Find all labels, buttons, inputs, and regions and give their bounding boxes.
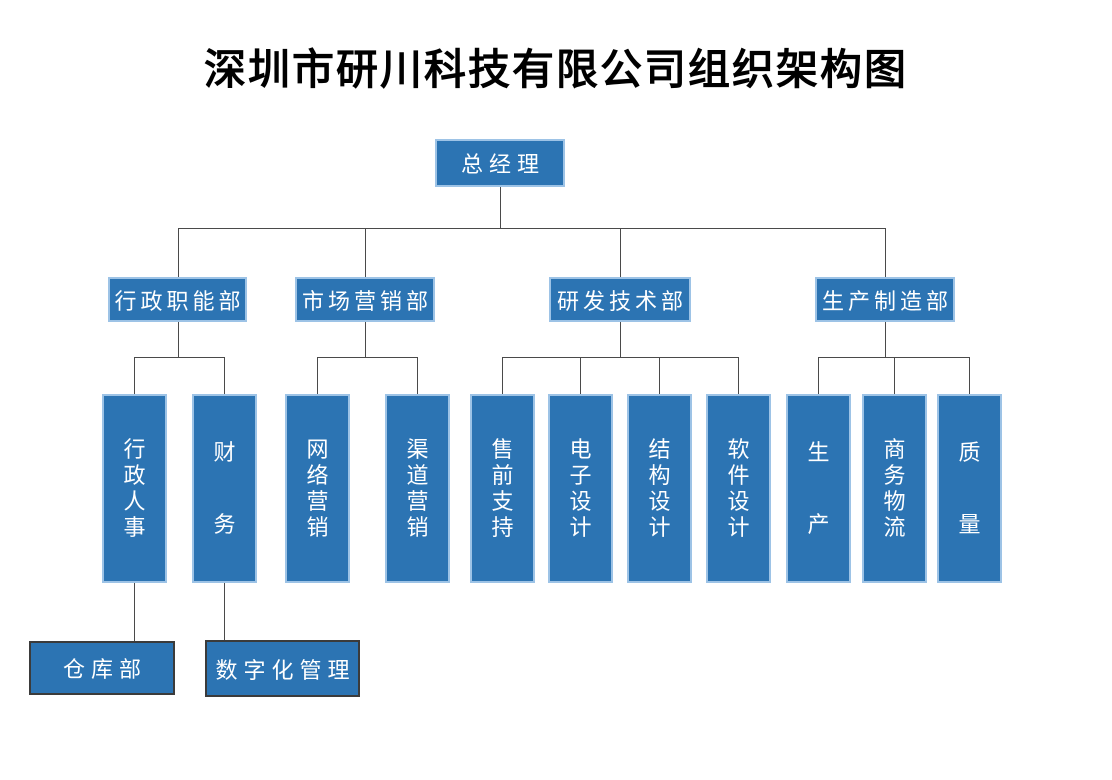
node-dept-marketing: 市场营销部 <box>295 277 435 322</box>
connector <box>134 357 135 394</box>
node-team-online-marketing: 网 络 营 销 <box>285 394 350 583</box>
connector <box>894 357 895 394</box>
connector <box>500 187 501 229</box>
node-label: 软 件 设 计 <box>727 436 750 540</box>
node-team-business-logistics: 商 务 物 流 <box>862 394 927 583</box>
node-team-finance: 财 务 <box>192 394 257 583</box>
connector <box>178 228 179 277</box>
connector <box>365 322 366 357</box>
node-label: 电 子 设 计 <box>569 436 592 540</box>
node-general-manager: 总经理 <box>435 139 565 187</box>
node-label: 生 产 <box>807 439 830 537</box>
node-team-channel-marketing: 渠 道 营 销 <box>385 394 450 583</box>
connector <box>178 228 886 229</box>
connector <box>365 228 366 277</box>
node-team-presales-support: 售 前 支 持 <box>470 394 535 583</box>
node-dept-production: 生产制造部 <box>815 277 955 322</box>
connector <box>818 357 819 394</box>
node-label: 仓库部 <box>62 657 147 682</box>
connector <box>580 357 581 394</box>
node-label: 售 前 支 持 <box>491 436 514 540</box>
connector <box>317 357 418 358</box>
node-label: 渠 道 营 销 <box>406 436 429 540</box>
connector <box>885 228 886 277</box>
connector <box>417 357 418 394</box>
connector <box>224 583 225 640</box>
connector <box>134 357 225 358</box>
connector <box>969 357 970 394</box>
node-label: 行政职能部 <box>114 288 245 314</box>
page-title: 深圳市研川科技有限公司组织架构图 <box>203 46 908 93</box>
node-label: 市场营销部 <box>301 288 432 314</box>
node-label: 研发技术部 <box>556 288 687 314</box>
connector <box>620 322 621 357</box>
connector <box>885 322 886 357</box>
node-team-structural-design: 结 构 设 计 <box>627 394 692 583</box>
connector <box>502 357 503 394</box>
node-label: 财 务 <box>213 439 236 537</box>
node-subunit-warehouse: 仓库部 <box>29 641 175 695</box>
connector <box>317 357 318 394</box>
connector <box>738 357 739 394</box>
node-team-admin-hr: 行 政 人 事 <box>102 394 167 583</box>
node-subunit-digital-management: 数字化管理 <box>205 640 360 697</box>
connector <box>659 357 660 394</box>
node-label: 结 构 设 计 <box>648 436 671 540</box>
connector <box>134 583 135 641</box>
node-team-quality: 质 量 <box>937 394 1002 583</box>
node-label: 数字化管理 <box>215 657 356 683</box>
node-label: 网 络 营 销 <box>306 436 329 540</box>
connector <box>224 357 225 394</box>
node-label: 总经理 <box>460 152 545 177</box>
node-team-production: 生 产 <box>786 394 851 583</box>
node-dept-admin-functions: 行政职能部 <box>108 277 247 322</box>
connector <box>178 322 179 357</box>
node-label: 商 务 物 流 <box>883 436 906 540</box>
connector <box>620 228 621 277</box>
node-label: 质 量 <box>958 439 981 537</box>
node-label: 生产制造部 <box>821 288 952 314</box>
node-label: 行 政 人 事 <box>123 436 146 540</box>
node-team-electronic-design: 电 子 设 计 <box>548 394 613 583</box>
node-dept-rd-technology: 研发技术部 <box>549 277 691 322</box>
node-team-software-design: 软 件 设 计 <box>706 394 771 583</box>
connector <box>502 357 739 358</box>
